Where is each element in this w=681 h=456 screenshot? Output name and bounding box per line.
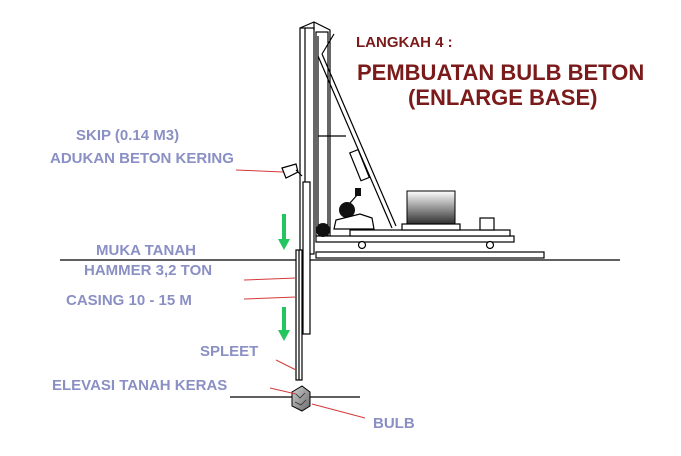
- label-casing: CASING 10 - 15 M: [66, 292, 192, 309]
- label-hammer: HAMMER 3,2 TON: [84, 262, 212, 279]
- skip-bucket: [281, 163, 303, 179]
- label-elevasi: ELEVASI TANAH KERAS: [52, 377, 227, 394]
- down-arrow-icon: [278, 214, 290, 250]
- label-bulb: BULB: [373, 415, 415, 432]
- label-skip: SKIP (0.14 M3): [76, 127, 179, 144]
- winch-drum: [339, 202, 355, 218]
- label-spleet: SPLEET: [200, 343, 258, 360]
- down-arrow-icon: [278, 307, 290, 341]
- casing-pointer: [243, 296, 297, 300]
- skip-pointer: [235, 169, 284, 173]
- elevasi-pointer: [269, 387, 297, 395]
- boom: [317, 33, 397, 229]
- spleet-pointer: [275, 359, 297, 371]
- title-line1: PEMBUATAN BULB BETON: [357, 60, 644, 85]
- bulb: [291, 385, 311, 412]
- label-adukan: ADUKAN BETON KERING: [50, 150, 234, 167]
- engine-box: [406, 190, 456, 230]
- crane-body: [315, 188, 545, 259]
- title-line2: (ENLARGE BASE): [408, 85, 597, 110]
- label-muka-tanah: MUKA TANAH: [96, 242, 196, 259]
- hammer-pointer: [243, 277, 297, 281]
- casing: [295, 181, 311, 381]
- bulb-pointer: [311, 403, 366, 419]
- step-label: LANGKAH 4 :: [356, 34, 453, 51]
